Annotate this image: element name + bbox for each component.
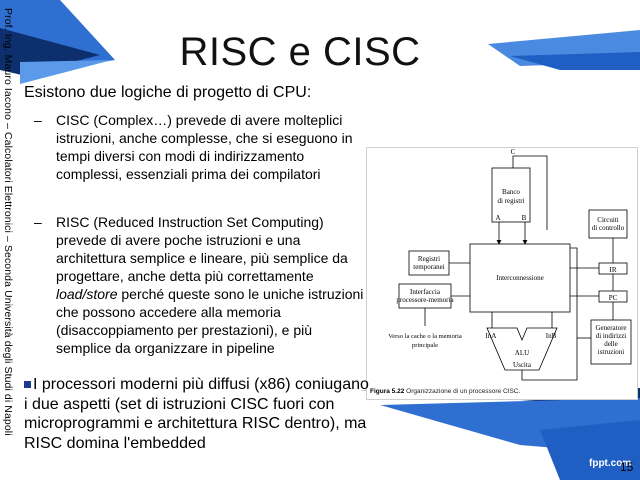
label-temp-1: Registri	[418, 255, 440, 263]
label-inb: InB	[546, 332, 557, 340]
control-circuits-box	[588, 209, 628, 239]
alu-shape	[486, 327, 558, 371]
label-temp-2: temporanei	[413, 263, 445, 271]
label-control-2: di controllo	[592, 224, 625, 232]
label-c: C	[511, 148, 516, 156]
label-pc: PC	[609, 294, 618, 302]
address-generator-box	[590, 319, 632, 365]
label-control-1: Circuiti	[597, 216, 618, 224]
interconnect-box	[469, 243, 571, 313]
sub-bullet-cisc: – CISC (Complex…) prevede di avere molte…	[34, 112, 353, 182]
label-gen-4: istruzioni	[598, 348, 624, 356]
slide-title: RISC e CISC	[179, 30, 421, 74]
brand-logo: fppt.com	[589, 458, 632, 469]
dash-icon: –	[34, 112, 42, 128]
label-out: Uscita	[513, 361, 532, 369]
label-gen-1: Generatore	[595, 324, 626, 332]
label-gen-2: di indirizzi	[596, 332, 627, 340]
dash-icon: –	[34, 214, 42, 230]
bullet-square-icon	[24, 381, 31, 389]
label-gen-3: delle	[604, 340, 618, 348]
diagram-svg: C Banco di registri A B Circuiti di cont…	[388, 148, 632, 381]
label-alu: ALU	[515, 349, 529, 357]
label-a: A	[495, 214, 500, 222]
register-bank-box	[491, 167, 531, 223]
figure-caption: Figura 5.22 Organizzazione di un process…	[370, 388, 521, 395]
label-b: B	[522, 214, 527, 222]
side-credit: Prof. Ing. Mauro Iacono – Calcolatori El…	[2, 8, 14, 436]
second-bullet: I processori moderni più diffusi (x86) c…	[24, 376, 369, 452]
page-number: 15	[620, 460, 634, 474]
label-cache-2: principale	[412, 342, 438, 349]
sub-bullet-risc: – RISC (Reduced Instruction Set Computin…	[34, 214, 364, 356]
label-cache-1: Verso la cache o la memoria	[388, 333, 462, 340]
label-mem-2: processore-memoria	[396, 296, 454, 304]
label-ir: IR	[610, 266, 617, 274]
temp-registers-box	[408, 250, 450, 276]
label-bank-1: Banco	[502, 188, 520, 196]
label-bank-2: di registri	[497, 197, 524, 205]
label-ina: InA	[486, 332, 497, 340]
label-interconnect: Interconnessione	[496, 274, 543, 282]
intro-bullet: Esistono due logiche di progetto di CPU:	[24, 84, 312, 101]
label-mem-1: Interfaccia	[410, 288, 441, 296]
processor-diagram: C Banco di registri A B Circuiti di cont…	[366, 147, 638, 400]
